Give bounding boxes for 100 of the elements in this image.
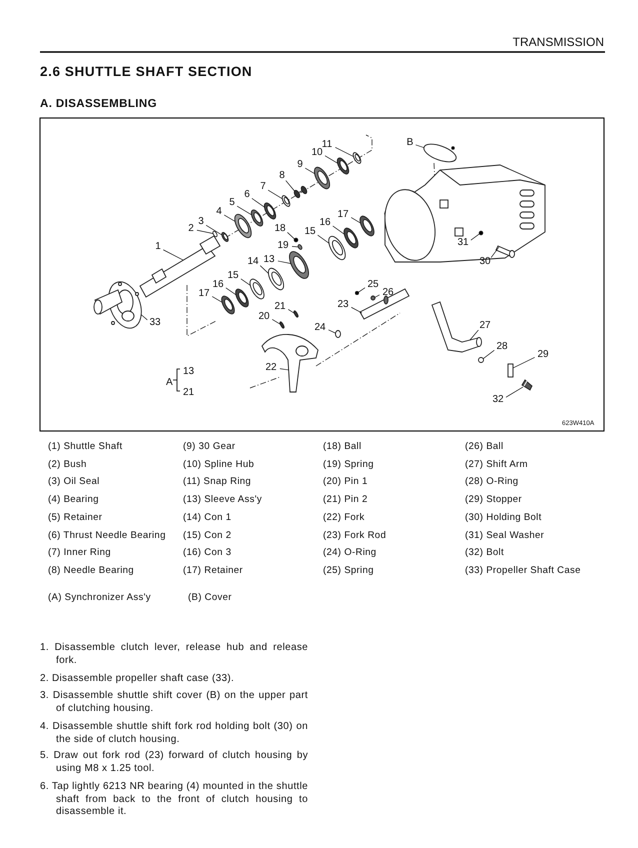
bearing-drawing (294, 186, 308, 198)
pin-drawing (294, 310, 298, 318)
callout-number: 27 (479, 321, 491, 331)
callout-number: 1 (155, 242, 161, 252)
callout-number: 32 (492, 395, 504, 405)
parts-list-entry: (5) Retainer (48, 512, 102, 523)
subsection-heading: A. DISASSEMBLING (40, 98, 157, 110)
bearing-drawing (234, 214, 252, 238)
shift-arm-drawing (431, 301, 482, 352)
leader-line (324, 155, 338, 164)
leader-line (268, 190, 283, 199)
parts-list-entry: (6) Thrust Needle Bearing (48, 530, 166, 540)
callout-number: 9 (297, 160, 303, 170)
parts-list-entry: (17) Retainer (183, 564, 243, 576)
parts-list-entry: (29) Stopper (465, 494, 522, 506)
gear-drawing (314, 166, 330, 190)
parts-list-entry: (13) Sleeve Ass'y (183, 494, 262, 506)
parts-list-entry: (14) Con 1 (183, 512, 232, 523)
leader-line (240, 278, 251, 286)
callout-number: 6 (244, 190, 250, 200)
callout-number: 3 (198, 217, 204, 227)
spring-drawing (298, 244, 302, 250)
leader-line (490, 246, 500, 258)
callout-number: 5 (229, 198, 235, 208)
parts-list-entry: (3) Oil Seal (48, 476, 100, 488)
case-drawing (94, 281, 142, 329)
ring-drawing (221, 296, 235, 314)
callout-number: 24 (314, 323, 326, 333)
callout-number: 15 (227, 271, 239, 281)
parts-list-entry: (B) Cover (188, 592, 232, 603)
parts-list-entry: (32) Bolt (465, 547, 504, 558)
leader-line (350, 217, 361, 224)
assembly-letter: A (166, 377, 173, 388)
parts-list-entry: (2) Bush (48, 458, 87, 470)
leader-line (332, 226, 344, 234)
callout-number: 23 (337, 300, 349, 310)
ring-drawing (344, 228, 358, 248)
callout-number: 20 (258, 312, 270, 322)
leader-line (224, 214, 236, 222)
section-title: 2.6 SHUTTLE SHAFT SECTION (40, 64, 252, 79)
callout-number: 21 (274, 302, 286, 312)
callout-number: 21 (183, 387, 194, 398)
instruction-step: 2. Disassemble propeller shaft case (33). (40, 673, 308, 686)
callout-number: 16 (212, 280, 224, 290)
callout-number: 18 (274, 224, 286, 234)
callout-number: 19 (277, 241, 289, 251)
leader-line (506, 386, 524, 398)
spring-drawing (354, 290, 360, 296)
callout-number: 30 (479, 257, 491, 267)
leader-line (286, 180, 295, 192)
callout-number: 22 (265, 363, 277, 373)
leader-line (252, 198, 265, 208)
parts-list-entry: (22) Fork (323, 512, 365, 523)
ring-drawing (282, 195, 290, 207)
parts-list-entry: (20) Pin 1 (323, 476, 368, 488)
bush-drawing (212, 230, 218, 238)
parts-list-entry: (7) Inner Ring (48, 547, 111, 558)
leader-line (351, 307, 362, 314)
ring-drawing (336, 158, 350, 174)
bolt-drawing (495, 245, 515, 258)
leader-line (236, 206, 252, 215)
parts-list-entry: (26) Ball (465, 441, 504, 452)
parts-list-entry: (16) Con 3 (183, 547, 232, 558)
cover-letter: B (406, 138, 414, 148)
washer-drawing (478, 230, 484, 236)
parts-list-entry: (9) 30 Gear (183, 441, 236, 452)
ball-drawing (370, 296, 376, 300)
leader-line (470, 234, 480, 240)
leader-line (288, 309, 295, 314)
callout-number: 13 (263, 255, 275, 265)
callout-number: 26 (382, 288, 394, 298)
callout-number: 17 (337, 210, 349, 220)
rod-drawing (359, 288, 410, 320)
callout-number: 11 (322, 140, 332, 150)
parts-list-entry: (24) O-Ring (323, 547, 376, 558)
bolt-drawing (521, 379, 533, 391)
ring-drawing (250, 210, 264, 226)
instruction-step: 4. Disassemble shuttle shift fork rod holding bolt (30) on the side of clutch housing. (40, 721, 308, 746)
leader-line (280, 368, 290, 370)
leader-line (140, 314, 148, 320)
parts-list-entry: (25) Spring (323, 564, 374, 576)
parts-list-entry: (19) Spring (323, 458, 374, 470)
callout-number: 28 (496, 342, 508, 352)
callout-number: 33 (149, 318, 161, 328)
ring-drawing (328, 236, 346, 260)
callout-number: 31 (457, 238, 469, 248)
seal-drawing (221, 232, 229, 242)
callout-number: 4 (216, 207, 222, 217)
leader-line (226, 288, 236, 295)
instruction-step: 6. Tap lightly 6213 NR bearing (4) mounted in the shuttle shaft from back to the front of clutch housing to disassemble it. (40, 781, 308, 818)
callout-number: 15 (304, 227, 316, 237)
callout-number: 7 (260, 182, 266, 192)
leader-line (304, 168, 315, 174)
parts-list-entry: (11) Snap Ring (183, 476, 252, 488)
parts-list-entry: (33) Propeller Shaft Case (465, 564, 581, 576)
leader-line (272, 319, 281, 325)
callout-number: 10 (311, 148, 323, 158)
callout-number: 25 (367, 280, 379, 290)
ring-drawing (360, 216, 374, 236)
parts-list-entry: (21) Pin 2 (323, 494, 368, 506)
